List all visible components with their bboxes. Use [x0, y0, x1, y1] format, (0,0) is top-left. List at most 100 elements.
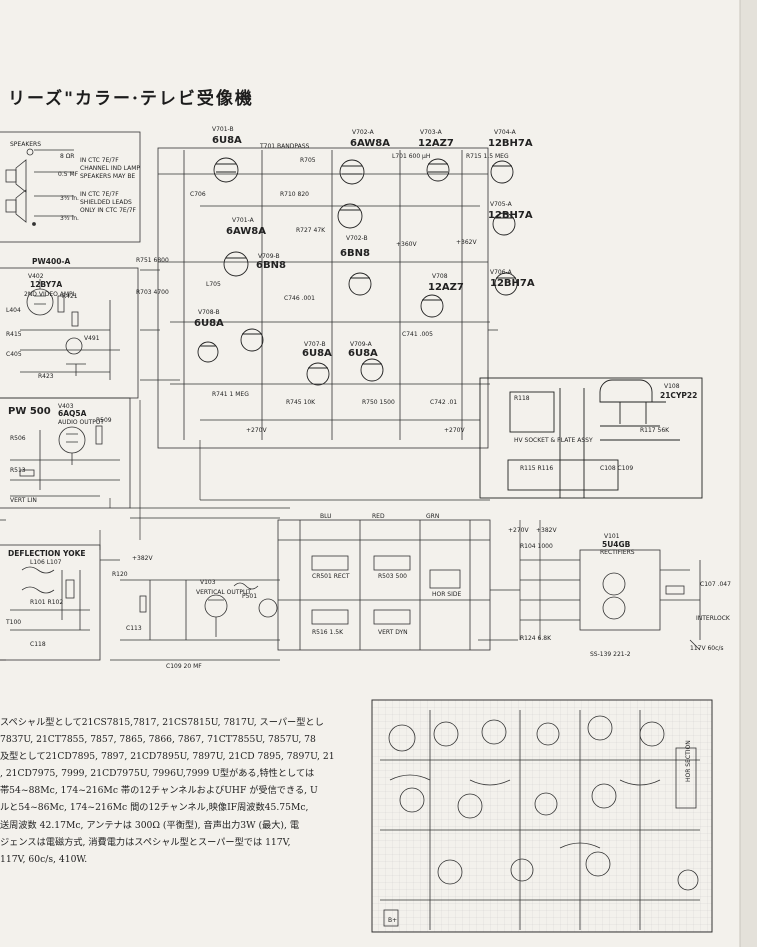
schematic-label: R516 1.5K	[312, 629, 344, 636]
schematic-label: 12BY7A	[30, 280, 62, 289]
schematic-label: R421	[62, 293, 78, 300]
schematic-label: V701-B	[212, 126, 234, 133]
schematic-label: R120	[112, 571, 128, 578]
schematic-label: 6AW8A	[350, 138, 390, 149]
schematic-label: V705-A	[490, 201, 513, 208]
schematic-label: T100	[5, 619, 21, 626]
schematic-label: R705	[300, 157, 316, 164]
schematic-label: CHANNEL IND LAMP	[80, 165, 140, 172]
schematic-label: 0.5 MF	[58, 171, 79, 178]
schematic-label: GRN	[426, 513, 439, 520]
pcb-layout	[371, 699, 713, 933]
schematic-label: L404	[6, 307, 21, 314]
schematic-label: C107 .047	[700, 581, 731, 588]
schematic-label: C405	[6, 351, 22, 358]
schematic-label: R703 4700	[136, 289, 169, 296]
schematic-label: L701 600 μH	[392, 153, 430, 160]
schematic-label: +382V	[536, 527, 557, 534]
schematic-label: 6U8A	[194, 318, 224, 329]
schematic-label: +270V	[508, 527, 529, 534]
schematic-label: SPEAKERS MAY BE	[80, 173, 135, 180]
schematic-label: 12AZ7	[418, 138, 454, 149]
description-paragraph: スペシャル型として21CS7815,7817, 21CS7815U, 7817U…	[0, 714, 368, 868]
schematic-label: 12AZ7	[428, 282, 464, 293]
schematic-label: 12BH7A	[490, 278, 535, 289]
schematic-label: R423	[38, 373, 54, 380]
schematic-label: 5U4GB	[602, 540, 631, 549]
schematic-label: +362V	[456, 239, 477, 246]
chroma-tubes	[197, 157, 518, 386]
schematic-label: V703-A	[420, 129, 443, 136]
schematic-label: R115 R116	[520, 465, 553, 472]
paragraph-line: 送周波数 42.17Mc, アンテナは 300Ω (平衡型), 音声出力3W (…	[0, 819, 300, 831]
schematic-label: ONLY IN CTC 7E/7F	[80, 207, 137, 214]
schematic-label: R506	[10, 435, 26, 442]
schematic-label: V108	[664, 383, 680, 390]
schematic-label: HOR SECTION	[685, 740, 692, 782]
chroma-component-labels: T701 BANDPASS R705 C706 R710 820 L701 60…	[136, 143, 509, 434]
wiring-traces	[0, 269, 541, 661]
schematic-label: 6U8A	[212, 135, 242, 146]
schematic-label: C108 C109	[600, 465, 633, 472]
convergence-text: BLU RED GRN CR501 RECT R503 500 R516 1.5…	[312, 513, 462, 636]
schematic-label: V403	[58, 403, 74, 410]
pw400-text: PW400-A V402 12BY7A 2ND VIDEO AMPL R421 …	[6, 257, 100, 380]
schematic-label: +382V	[132, 555, 153, 562]
deflection-yoke-text: DEFLECTION YOKE L106 L107 R101 R102 T100…	[5, 549, 86, 648]
crt-text: V108 21CYP22 R118 HV SOCKET & PLATE ASSY…	[514, 383, 697, 472]
schematic-label: RECTIFIERS	[600, 549, 635, 556]
schematic-label: C113	[126, 625, 142, 632]
schematic-label: 2ND VIDEO AMPL	[24, 291, 77, 298]
page-title: リーズ"カラー·テレビ受像機	[8, 89, 254, 109]
paragraph-line: 7837U, 21CT7855, 7857, 7865, 7866, 7867,…	[0, 734, 316, 746]
schematic-label: C742 .01	[430, 399, 457, 406]
schematic-label: 12BH7A	[488, 138, 533, 149]
schematic-label: R415	[6, 331, 22, 338]
schematic-label: L106 L107	[30, 559, 62, 566]
power-text: V101 5U4GB RECTIFIERS +270V +382V R104 1…	[508, 527, 731, 658]
schematic-label: R710 820	[280, 191, 309, 198]
schematic-label: +270V	[246, 427, 267, 434]
schematic-label: 117V 60c/s	[690, 645, 724, 652]
schematic-label: SHIELDED LEADS	[80, 199, 132, 206]
schematic-label: V709-B	[258, 253, 280, 260]
schematic-label: R118	[514, 395, 530, 402]
schematic-label: 6AQ5A	[58, 409, 87, 418]
page-edge	[740, 0, 757, 947]
pcb-traces	[380, 710, 700, 930]
crt-section	[479, 377, 703, 499]
deflection-yoke-section	[0, 544, 101, 661]
schematic-label: VERT LIN	[10, 497, 37, 504]
convergence-board	[277, 519, 491, 651]
schematic-label: PW400-A	[32, 257, 71, 266]
schematic-label: PW 500	[8, 406, 51, 417]
schematic-label: R741 1 MEG	[212, 391, 249, 398]
schematic-label: R750 1500	[362, 399, 395, 406]
schematic-label: R101 R102	[30, 599, 63, 606]
vertical-output-text: V103 VERTICAL OUTPUT R120 C113 C109 20 M…	[112, 555, 257, 670]
power-section	[520, 549, 701, 651]
schematic-label: 6U8A	[302, 348, 332, 359]
schematic-label: DEFLECTION YOKE	[8, 549, 86, 558]
schematic-label: RED	[372, 513, 385, 520]
schematic-label: V103	[200, 579, 216, 586]
schematic-label: 6BN8	[256, 260, 286, 271]
schematic-label: HOR SIDE	[432, 591, 462, 598]
schematic-label: AUDIO OUTPUT	[58, 419, 104, 426]
schematic-label: +270V	[444, 427, 465, 434]
schematic-label: INTERLOCK	[696, 615, 731, 622]
pw500-text: PW 500 V403 6AQ5A AUDIO OUTPUT R509 R506…	[8, 403, 112, 504]
speaker-text: SPEAKERS 8 ΩR 0.5 MF 3½ in. 3½ in. IN CT…	[10, 141, 140, 222]
speaker-section	[0, 131, 141, 243]
schematic-label: C706	[190, 191, 206, 198]
pcb-text: HOR SECTION B+	[388, 740, 692, 924]
schematic-label: C118	[30, 641, 46, 648]
schematic-label: R745 10K	[286, 399, 316, 406]
paragraph-line: ジェンスは電磁方式, 消費電力はスペシャル型とスーパー型では 117V,	[0, 836, 291, 848]
schematic-label: P501	[242, 593, 257, 600]
schematic-label: +360V	[396, 241, 417, 248]
schematic-label: R715 1.5 MEG	[466, 153, 509, 160]
paragraph-line: 帯54~88Mc, 174~216Mc 帯の12チャンネルおよびUHF が受信で…	[0, 785, 318, 797]
